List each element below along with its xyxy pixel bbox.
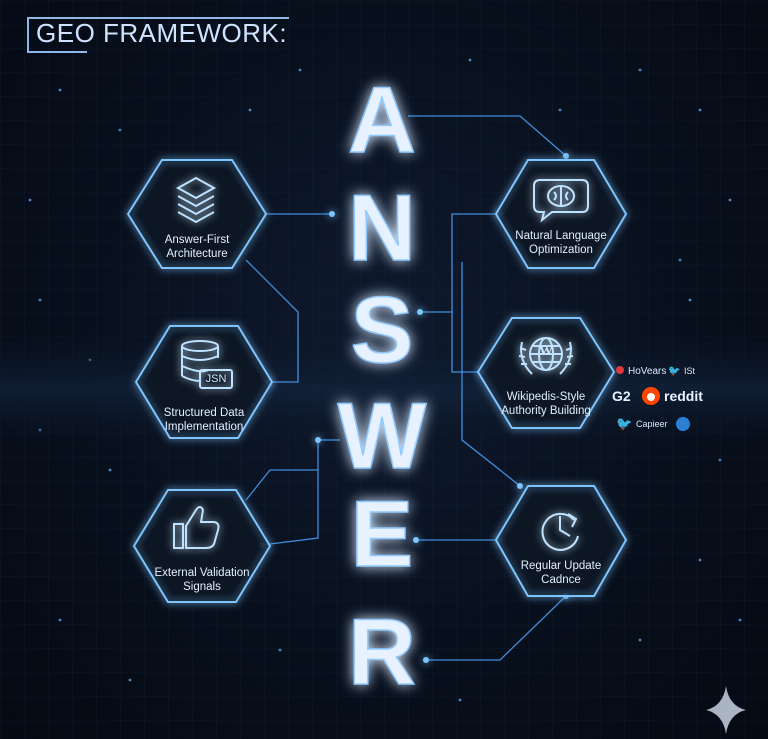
database-json-icon [181, 340, 233, 389]
thumbs-up-icon [173, 506, 220, 549]
g2-logo-text: G2 [612, 388, 631, 404]
label-line: Optimization [529, 244, 593, 256]
hex-external-validation [132, 489, 272, 603]
connector-hex1-s [245, 259, 299, 383]
label-structured-data: Structured Data Implementation [129, 406, 279, 434]
hex-regular-update [494, 485, 628, 597]
dot [315, 437, 321, 443]
capterra-logo-text: Capieer [636, 419, 668, 429]
city-skyline-haze [0, 330, 768, 450]
clock-refresh-icon [541, 512, 579, 551]
label-line: Architecture [166, 248, 228, 260]
json-badge-text: JSN [205, 373, 227, 385]
hex-natural-language [494, 159, 628, 269]
label-regular-update: Regular Update Cadnce [486, 559, 636, 587]
connector-a-right [408, 115, 567, 157]
label-line: Signals [183, 581, 221, 593]
extra-logo-text: ISt [684, 366, 696, 376]
dot [517, 483, 523, 489]
label-line: Cadnce [541, 574, 581, 586]
answer-letter-e: E [351, 481, 414, 586]
twitter-bird-icon: 🐦 [668, 366, 680, 377]
label-line: Natural Language [515, 230, 607, 242]
connector-lines [245, 115, 567, 661]
dot [563, 153, 569, 159]
label-wikipedia: Wikipedis-Style Authority Building [471, 390, 621, 418]
connector-s-wiki [451, 312, 482, 373]
sparkle-icon [706, 686, 746, 734]
label-line: Wikipedis-Style [506, 391, 586, 403]
wikipedia-w-text: W [539, 344, 553, 359]
answer-letter-w: W [338, 383, 427, 488]
label-external-validation: External Validation Signals [127, 566, 277, 594]
connector-wiki-clock [461, 262, 521, 487]
dot [329, 211, 335, 217]
connector-hex3-up [245, 469, 318, 501]
label-line: Answer-First [164, 234, 230, 246]
dot [417, 309, 423, 315]
title-frame [27, 17, 289, 53]
label-answer-first: Answer-First Architecture [122, 233, 272, 261]
reddit-logo-text: reddit [664, 388, 703, 404]
answer-letter-a: A [348, 67, 416, 172]
label-line: Regular Update [520, 560, 602, 572]
stack-layers-icon [175, 176, 217, 224]
blue-badge-icon [676, 417, 690, 431]
brain-chat-icon [533, 179, 589, 223]
label-natural-language: Natural Language Optimization [486, 229, 636, 257]
hex-structured-data [134, 325, 274, 439]
hex-wikipedia [476, 317, 616, 429]
answer-letter-s: S [351, 277, 414, 382]
answer-letter-r: R [348, 599, 416, 704]
hovers-logo-icon [616, 366, 624, 374]
label-line: External Validation [154, 567, 250, 579]
label-line: Implementation [164, 421, 244, 433]
connector-r-clock [426, 595, 567, 661]
connector-w-hex3 [261, 439, 340, 546]
label-line: Authority Building [501, 405, 591, 417]
partner-logos: HoVears 🐦 ISt G2 reddit 🐦 Capieer [612, 366, 703, 432]
hovers-logo-text: HoVears [628, 366, 666, 377]
wikipedia-laurel-icon [518, 337, 574, 375]
connector-s-right [420, 213, 500, 313]
label-line: Structured Data [163, 407, 245, 419]
dot [413, 537, 419, 543]
twitter-bird-icon-2: 🐦 [616, 417, 632, 432]
dot [423, 657, 429, 663]
answer-letter-n: N [348, 175, 416, 280]
page-title: GEO FRAMEWORK: [36, 18, 288, 48]
